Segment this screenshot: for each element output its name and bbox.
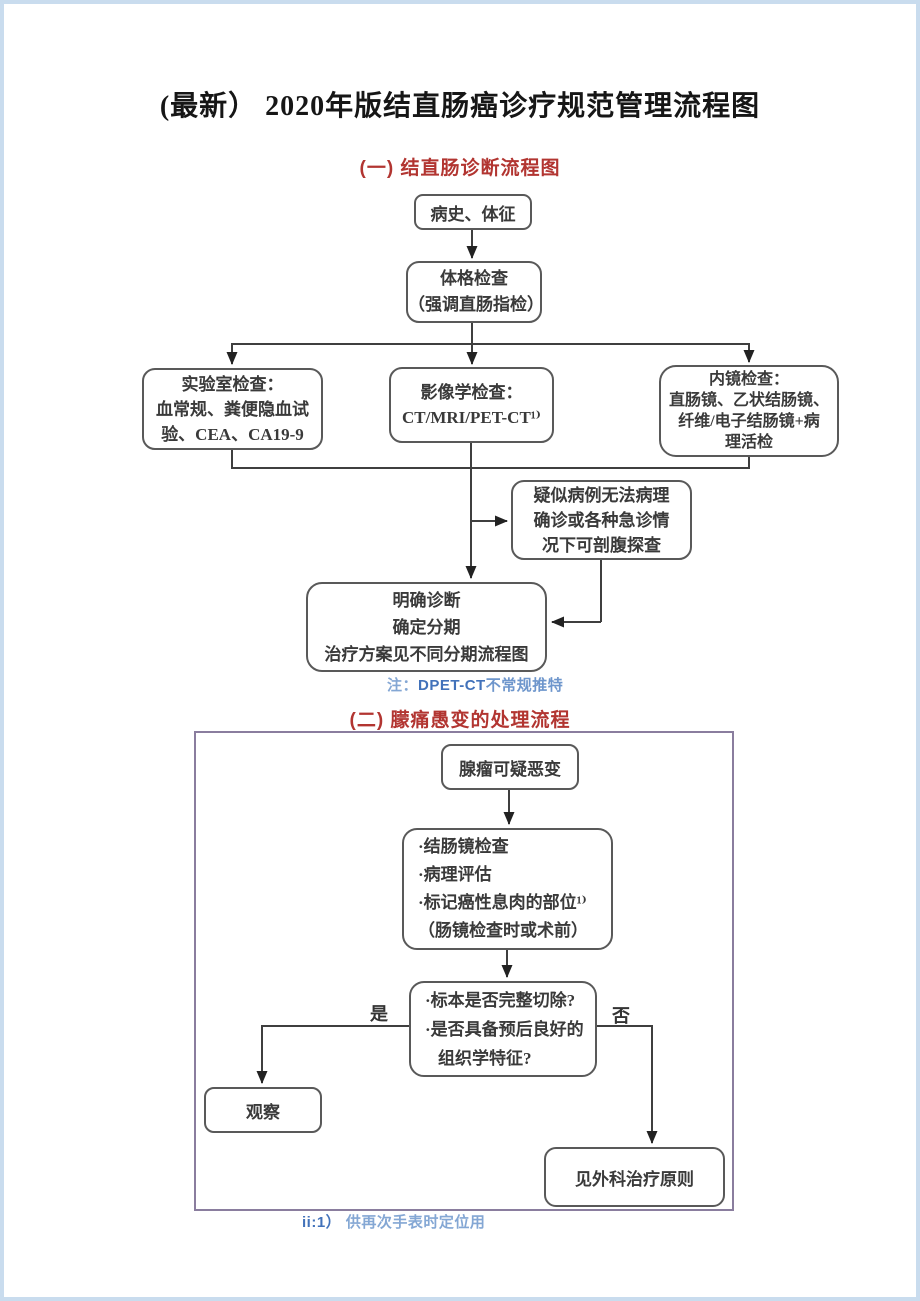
node-text-line: CT/MRI/PET-CT¹⁾ bbox=[402, 408, 541, 427]
flow2-node-observe: 观察 bbox=[204, 1087, 322, 1133]
note-code: DPET-CT bbox=[418, 677, 486, 694]
flow1-node-physical-exam: 体格检查 （强调直肠指检） bbox=[406, 261, 544, 323]
node-text-line: 内镜检查： bbox=[708, 371, 789, 388]
flow1-node-endoscopy: 内镜检查： 直肠镜、乙状结肠镜、纤维/电子结肠镜+病理活检 bbox=[659, 365, 839, 457]
flow2-node-adenoma: 腺瘤可疑恶变 bbox=[441, 744, 579, 790]
node-text-line: 确定分期 bbox=[392, 617, 461, 637]
node-text-line: 治疗方案见不同分期流程图 bbox=[324, 644, 529, 664]
footnote-rest: 供再次手表时定位用 bbox=[345, 1214, 486, 1231]
note-rest: 不常规推特 bbox=[485, 677, 564, 694]
node-text-line: ·标本是否完整切除? bbox=[425, 990, 576, 1010]
section1-heading: (一) 结直肠诊断流程图 bbox=[359, 158, 561, 179]
branch-label-no: 否 bbox=[612, 1006, 630, 1026]
flow1-node-lab-tests: 实验室检查： 血常规、粪便隐血试验、CEA、CA19-9 bbox=[142, 368, 323, 450]
node-text-line: 组织学特征? bbox=[438, 1048, 532, 1068]
node-text-line: 理活检 bbox=[724, 434, 773, 451]
node-text-line: 明确诊断 bbox=[392, 590, 461, 610]
note-prefix: 注： bbox=[387, 677, 419, 694]
section2-heading: (二) 朦痛愚变的处理流程 bbox=[349, 710, 571, 731]
node-text-line: 纤维/电子结肠镜+病 bbox=[678, 413, 820, 430]
flow1-node-diagnosis-staging: 明确诊断确定分期治疗方案见不同分期流程图 bbox=[306, 582, 547, 672]
node-text-line: （强调直肠指检） bbox=[408, 295, 544, 314]
node-text-line: 直肠镜、乙状结肠镜、 bbox=[668, 392, 829, 409]
node-text-line: 体格检查 bbox=[440, 269, 508, 288]
footnote-prefix: ii:1） bbox=[302, 1214, 342, 1231]
page-title: (最新） 2020年版结直肠癌诊疗规范管理流程图 bbox=[159, 91, 761, 122]
node-text-line: 腺瘤可疑恶变 bbox=[459, 759, 561, 779]
node-text-line: （肠镜检查时或术前） bbox=[418, 921, 588, 940]
flow2-frame bbox=[194, 731, 734, 1211]
node-text-line: 况下可剖腹探查 bbox=[542, 535, 661, 555]
flow2-arrows bbox=[256, 790, 658, 1144]
node-text-line: 见外科治疗原则 bbox=[575, 1169, 694, 1189]
node-text-line: ·标记癌性息肉的部位¹⁾ bbox=[418, 893, 587, 912]
flow1-node-suspected-case: 疑似病例无法病理确诊或各种急诊情况下可剖腹探查 bbox=[511, 480, 692, 560]
flow2-footnote: ii:1） 供再次手表时定位用 bbox=[302, 1211, 485, 1232]
flowchart-connectors bbox=[226, 230, 755, 1144]
node-text-line: ·结肠镜检查 bbox=[418, 837, 509, 856]
node-text-line: 影像学检查： bbox=[420, 383, 523, 402]
flow1-arrows bbox=[226, 230, 755, 628]
node-text-line: 病史、体征 bbox=[430, 204, 516, 224]
node-text-line: 观察 bbox=[246, 1102, 280, 1122]
flow2-node-surgery-principles: 见外科治疗原则 bbox=[544, 1147, 725, 1207]
flow2-node-resection-decision: ·标本是否完整切除? ·是否具备预后良好的组织学特征? bbox=[409, 981, 597, 1077]
flow2-node-workup: ·结肠镜检查 ·病理评估 ·标记癌性息肉的部位¹⁾ （肠镜检查时或术前） bbox=[402, 828, 613, 950]
node-text-line: 疑似病例无法病理 bbox=[533, 485, 670, 505]
node-text-line: ·病理评估 bbox=[418, 865, 492, 884]
node-text-line: 确诊或各种急诊情 bbox=[533, 510, 670, 530]
flow1-note: 注：DPET-CT不常规推特 bbox=[387, 674, 563, 695]
node-text-line: 血常规、粪便隐血试 bbox=[156, 399, 309, 419]
flow1-node-history: 病史、体征 bbox=[414, 194, 532, 230]
branch-label-yes: 是 bbox=[370, 1004, 388, 1024]
node-text-line: ·是否具备预后良好的 bbox=[425, 1019, 584, 1039]
node-text-line: 实验室检查： bbox=[181, 374, 284, 394]
flow1-node-imaging: 影像学检查： CT/MRI/PET-CT¹⁾ bbox=[389, 367, 554, 443]
node-text-line: 验、CEA、CA19-9 bbox=[161, 424, 304, 444]
